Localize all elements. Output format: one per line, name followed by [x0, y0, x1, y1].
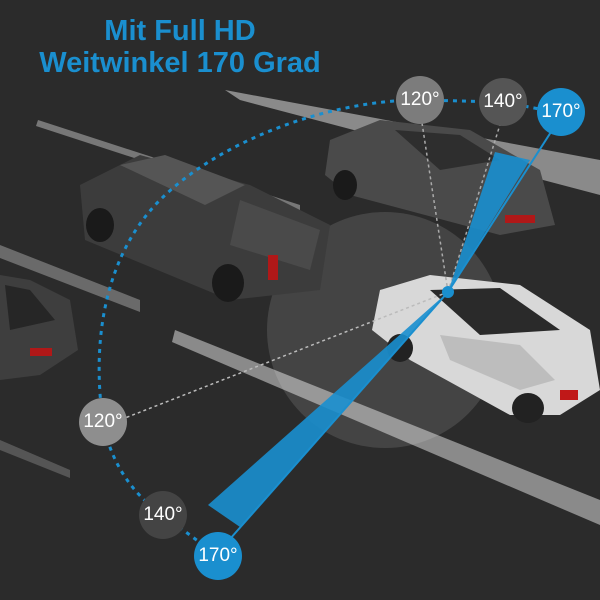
- beam-line-bottom: [221, 291, 449, 549]
- beam-bottom: [208, 292, 448, 527]
- lane-marking: [0, 245, 140, 312]
- angle-badge-120-top: 120°: [396, 76, 444, 124]
- angle-badge-140-bottom: 140°: [139, 491, 187, 539]
- lane-marking: [172, 330, 600, 525]
- camera-point: [442, 286, 454, 298]
- angle-badge-170-top: 170°: [537, 88, 585, 136]
- angle-badge-120-bottom: 120°: [79, 398, 127, 446]
- headline-line-1: Mit Full HD: [104, 15, 256, 47]
- beam-line-top: [447, 117, 561, 293]
- angle-badge-140-top: 140°: [479, 78, 527, 126]
- lane-marking: [0, 440, 70, 478]
- guide-line-120: [124, 291, 449, 419]
- guide-line-140: [447, 114, 504, 293]
- pickup-truck: [80, 155, 330, 302]
- headline-line-2: Weitwinkel 170 Grad: [39, 47, 321, 79]
- sedan-left: [0, 275, 78, 380]
- beam-top: [448, 152, 530, 292]
- angle-badge-170-bottom: 170°: [194, 532, 242, 580]
- guide-line-120: [419, 109, 449, 293]
